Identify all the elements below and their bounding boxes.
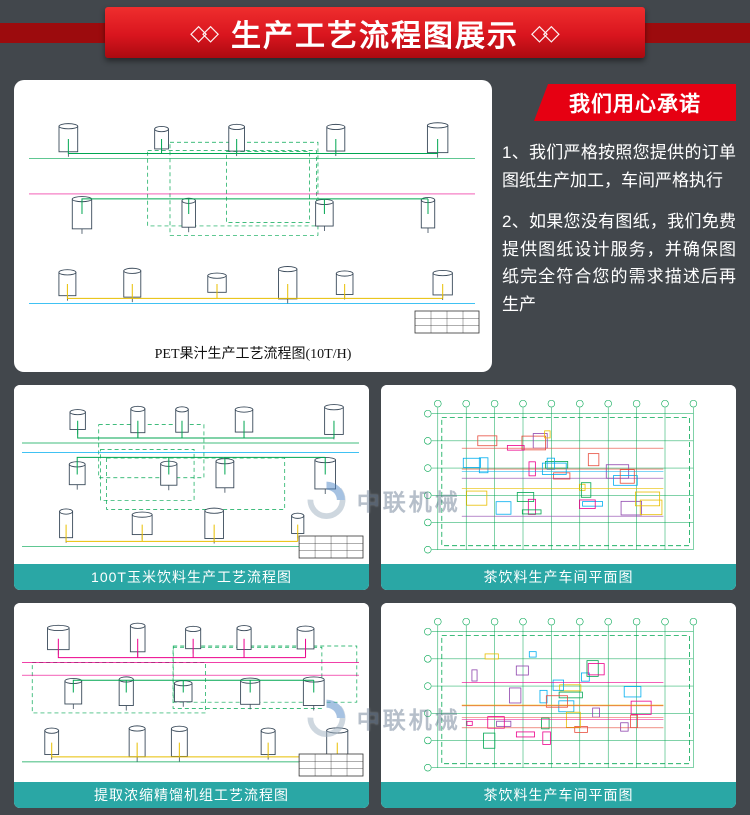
diamonds-right-icon: ◇◇ — [531, 19, 560, 45]
bottom-row: 提取浓缩精馏机组工艺流程图 茶饮料生产车间平面图 中联机械 — [14, 603, 736, 808]
distillation-unit-caption: 提取浓缩精馏机组工艺流程图 — [14, 782, 369, 808]
tea-workshop-plan-diagram-2 — [381, 603, 736, 782]
title-banner: ◇◇ 生产工艺流程图展示 ◇◇ — [105, 7, 645, 58]
pet-juice-diagram-caption: PET果汁生产工艺流程图(10T/H) — [154, 347, 352, 362]
tea-workshop-caption-1: 茶饮料生产车间平面图 — [381, 564, 736, 590]
diamonds-left-icon: ◇◇ — [190, 19, 219, 45]
distillation-unit-flow-diagram — [14, 603, 369, 782]
promise-item-1: 1、我们严格按照您提供的订单图纸生产加工，车间严格执行 — [502, 143, 736, 190]
page-title: 生产工艺流程图展示 — [231, 19, 519, 53]
pet-juice-flow-diagram — [29, 122, 480, 334]
middle-row: 100T玉米饮料生产工艺流程图 茶饮料生产车间平面图 中联机械 — [14, 385, 736, 590]
panel-distillation-unit-flowchart: 提取浓缩精馏机组工艺流程图 — [14, 603, 369, 808]
header-side-ribbon-left — [0, 23, 118, 43]
tea-workshop-plan-diagram-1 — [381, 385, 736, 564]
panel-tea-workshop-plan-1: 茶饮料生产车间平面图 — [381, 385, 736, 590]
content: PET果汁生产工艺流程图(10T/H) 我们用心承诺 1、我们严格按照您提供的订… — [0, 70, 750, 808]
panel-corn-beverage-flowchart: 100T玉米饮料生产工艺流程图 — [14, 385, 369, 590]
top-section: PET果汁生产工艺流程图(10T/H) 我们用心承诺 1、我们严格按照您提供的订… — [14, 80, 736, 372]
header: ◇◇ 生产工艺流程图展示 ◇◇ — [0, 0, 750, 70]
corn-beverage-flow-diagram — [14, 385, 369, 564]
corn-beverage-caption: 100T玉米饮料生产工艺流程图 — [14, 564, 369, 590]
promise-title: 我们用心承诺 — [569, 92, 701, 116]
promise-section: 我们用心承诺 1、我们严格按照您提供的订单图纸生产加工，车间严格执行 2、如果您… — [502, 80, 736, 318]
panel-tea-workshop-plan-2: 茶饮料生产车间平面图 — [381, 603, 736, 808]
promise-ribbon: 我们用心承诺 — [534, 84, 736, 121]
promise-item-2: 2、如果您没有图纸，我们免费提供图纸设计服务，并确保图纸完全符合您的需求描述后再… — [502, 212, 736, 314]
panel-pet-juice-flowchart: PET果汁生产工艺流程图(10T/H) — [14, 80, 492, 372]
header-side-ribbon-right — [632, 23, 750, 43]
tea-workshop-caption-2: 茶饮料生产车间平面图 — [381, 782, 736, 808]
